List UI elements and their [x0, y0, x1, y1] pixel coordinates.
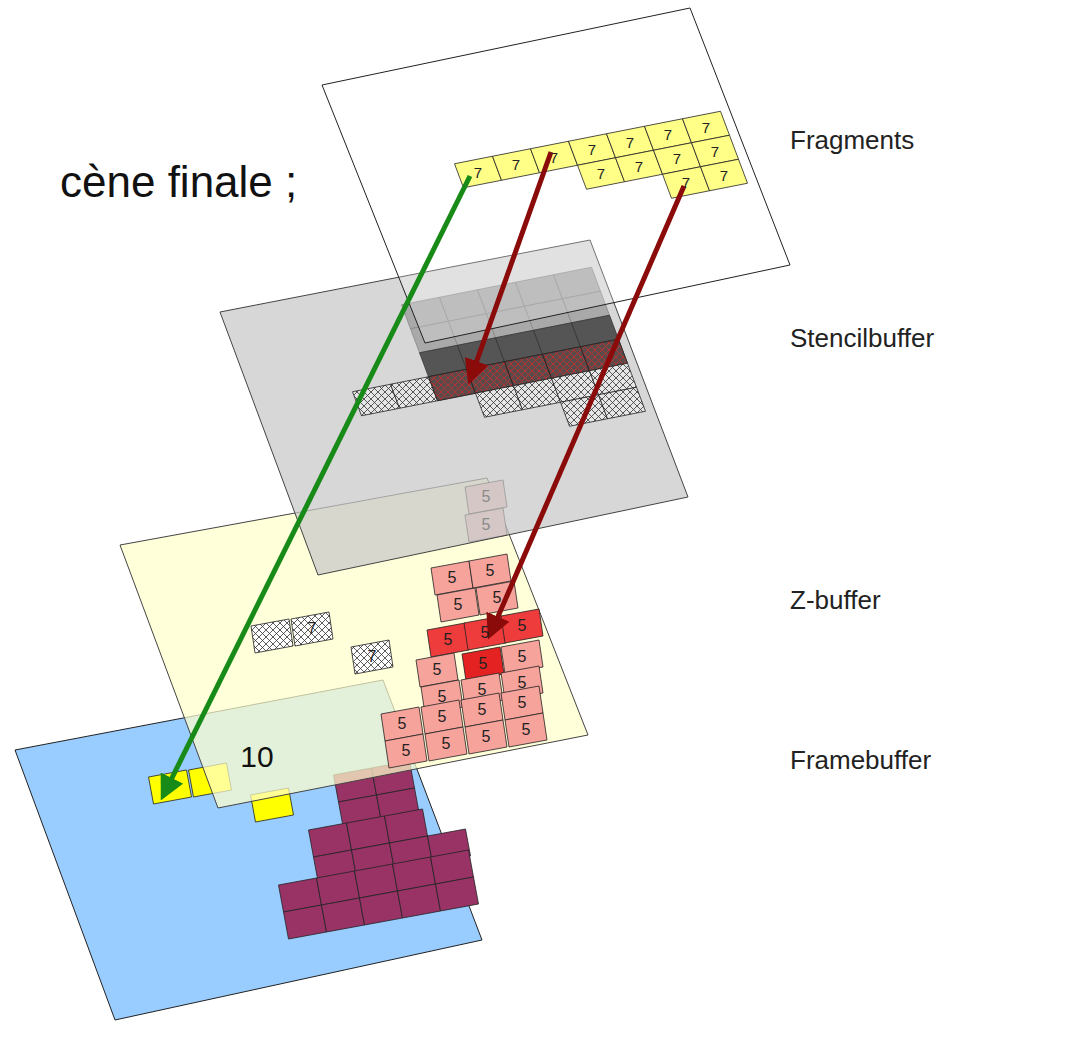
- fragment-depth: 7: [474, 165, 482, 180]
- depth-cell: [291, 612, 333, 646]
- depth-cell: [251, 619, 293, 653]
- plane-name: Fragments: [790, 127, 914, 153]
- fragment-depth: 7: [512, 157, 520, 172]
- plane-name: Z-buffer: [790, 587, 881, 613]
- depth-value: 5: [493, 590, 502, 606]
- depth-value: 5: [518, 695, 527, 711]
- plane-name: Stencilbuffer: [790, 325, 934, 351]
- depth-value: 5: [479, 656, 488, 672]
- depth-value: 5: [448, 570, 457, 586]
- fragment-depth: 7: [664, 127, 672, 142]
- frame-pixel: [322, 898, 365, 932]
- depth-cell: [437, 588, 479, 622]
- depth-value: 5: [444, 632, 453, 648]
- depth-value: 5: [481, 625, 490, 641]
- slide-text: cène finale ;: [60, 160, 297, 204]
- depth-value: 7: [308, 621, 317, 637]
- fragment-depth: 7: [597, 166, 605, 181]
- stencil-cell: [599, 387, 646, 419]
- depth-cell: [505, 713, 547, 747]
- fragment-depth: 7: [673, 151, 681, 166]
- depth-value: 5: [438, 689, 447, 705]
- depth-value: 7: [368, 649, 377, 665]
- fragment-depth: 7: [682, 175, 690, 190]
- depth-cell: [501, 609, 543, 643]
- depth-value: 5: [478, 702, 487, 718]
- depth-value: 5: [486, 563, 495, 579]
- fragment-depth: 7: [588, 142, 596, 157]
- depth-cell: [427, 623, 469, 657]
- depth-cell: [351, 640, 393, 674]
- plane-name: Framebuffer: [790, 747, 931, 773]
- depth-value: 5: [522, 722, 531, 738]
- frame-pixel: [436, 877, 479, 911]
- fragment-depth: 7: [720, 168, 728, 183]
- frame-pixel: [360, 891, 403, 925]
- depth-value: 5: [433, 662, 442, 678]
- depth-value: 5: [454, 597, 463, 613]
- depth-value: 5: [402, 743, 411, 759]
- depth-cell: [385, 734, 427, 768]
- depth-cell: [425, 727, 467, 761]
- depth-value: 5: [482, 489, 491, 505]
- fragment-depth: 7: [626, 135, 634, 150]
- depth-value: 5: [518, 649, 527, 665]
- frame-pixel: [398, 884, 441, 918]
- depth-value: 5: [398, 716, 407, 732]
- fragment-depth: 7: [711, 144, 719, 159]
- flow-arrow: [490, 186, 684, 635]
- clear-depth-value: 10: [240, 742, 273, 772]
- arrows: [163, 152, 684, 796]
- depth-cell: [465, 720, 507, 754]
- fragment-depth: 7: [635, 159, 643, 174]
- flow-arrow: [470, 152, 551, 380]
- depth-value: 5: [438, 709, 447, 725]
- fragment-depth: 7: [702, 120, 710, 135]
- depth-cell: [464, 616, 506, 650]
- depth-value: 5: [482, 517, 491, 533]
- frame-pixel: [284, 905, 327, 939]
- fragments-plane: [322, 8, 790, 343]
- depth-value: 5: [518, 675, 527, 691]
- flow-arrow: [163, 176, 470, 796]
- fragment-cell: [701, 159, 748, 191]
- depth-value: 5: [478, 682, 487, 698]
- depth-value: 5: [482, 729, 491, 745]
- fragment-depth: 7: [550, 150, 558, 165]
- depth-value: 5: [518, 618, 527, 634]
- depth-value: 5: [442, 736, 451, 752]
